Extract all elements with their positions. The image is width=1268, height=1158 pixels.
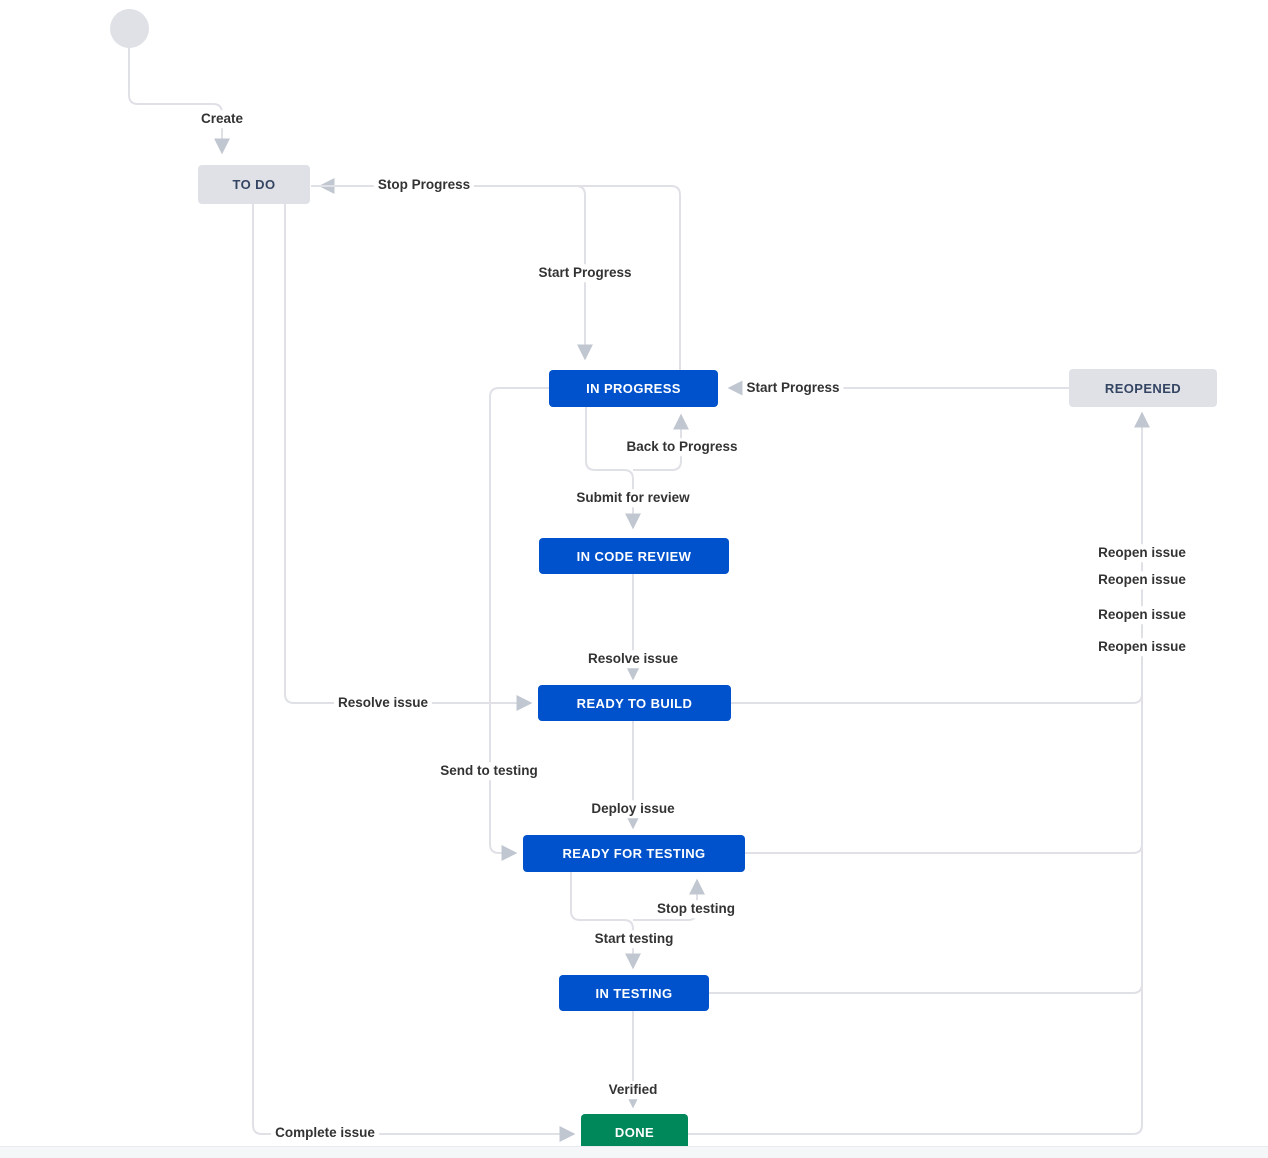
- transition-label-create[interactable]: Create: [196, 110, 248, 128]
- edge-send-to-testing: [489, 387, 549, 861]
- transition-label-stop-testing[interactable]: Stop testing: [653, 900, 739, 918]
- node-to-do[interactable]: TO DO: [198, 165, 310, 204]
- node-in-testing[interactable]: IN TESTING: [559, 975, 709, 1011]
- transition-label-reopen-issue-4[interactable]: Reopen issue: [1094, 638, 1190, 656]
- transition-label-start-testing[interactable]: Start testing: [590, 930, 678, 948]
- edge-reopen-from-ready-for-testing: [745, 843, 1143, 854]
- edge-reopen-from-ready-to-build: [731, 693, 1143, 704]
- node-ready-for-testing[interactable]: READY FOR TESTING: [523, 835, 745, 872]
- edge-resolve-issue-from-todo: [284, 204, 533, 711]
- transition-label-back-to-progress[interactable]: Back to Progress: [622, 438, 742, 456]
- edge-reopen-from-in-testing: [709, 983, 1143, 994]
- transition-label-complete-issue[interactable]: Complete issue: [271, 1124, 379, 1142]
- node-ready-to-build[interactable]: READY TO BUILD: [538, 685, 731, 721]
- transition-label-deploy-issue[interactable]: Deploy issue: [587, 800, 679, 818]
- transition-label-send-to-testing[interactable]: Send to testing: [436, 762, 542, 780]
- edge-start-testing: [570, 872, 641, 970]
- transition-label-reopen-issue-1[interactable]: Reopen issue: [1094, 544, 1190, 562]
- transition-label-start-progress-from-todo[interactable]: Start Progress: [534, 264, 636, 282]
- edge-start-progress-from-todo: [311, 185, 593, 361]
- edge-reopen-from-done: [688, 411, 1150, 1135]
- transition-label-stop-progress[interactable]: Stop Progress: [373, 176, 475, 194]
- transition-label-start-progress-from-reopened[interactable]: Start Progress: [742, 379, 844, 397]
- panel-bottom-edge: [0, 1146, 1268, 1158]
- edge-stop-progress: [318, 178, 681, 370]
- transition-label-verified[interactable]: Verified: [604, 1081, 662, 1099]
- transition-label-resolve-issue-from-todo[interactable]: Resolve issue: [333, 694, 433, 712]
- edge-submit-for-review: [585, 407, 641, 530]
- transition-label-resolve-issue-from-review[interactable]: Resolve issue: [583, 650, 683, 668]
- node-in-code-review[interactable]: IN CODE REVIEW: [539, 538, 729, 574]
- node-in-progress[interactable]: IN PROGRESS: [549, 370, 718, 407]
- edge-complete-issue: [252, 204, 576, 1142]
- edge-back-to-progress: [633, 413, 689, 471]
- node-done[interactable]: DONE: [581, 1114, 688, 1150]
- edge-create: [128, 47, 230, 155]
- transition-label-reopen-issue-3[interactable]: Reopen issue: [1094, 606, 1190, 624]
- start-node[interactable]: [110, 9, 149, 48]
- transition-label-reopen-issue-2[interactable]: Reopen issue: [1094, 571, 1190, 589]
- transition-label-submit-for-review[interactable]: Submit for review: [572, 489, 694, 507]
- node-reopened[interactable]: REOPENED: [1069, 369, 1217, 407]
